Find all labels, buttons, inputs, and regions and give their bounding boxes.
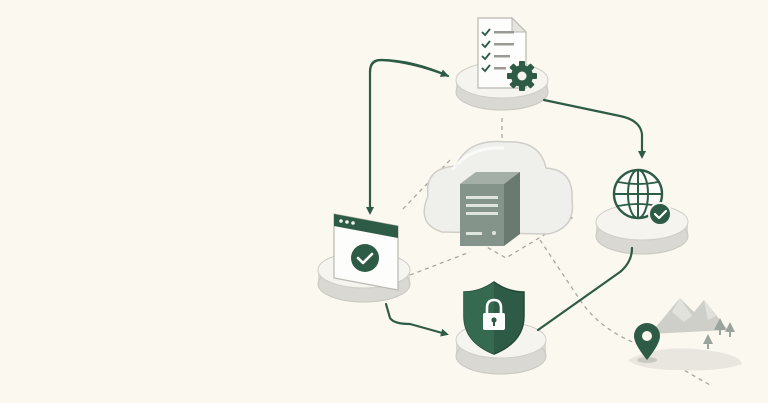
tree-icon (703, 318, 735, 349)
check-badge-icon (648, 202, 672, 226)
lock-icon (483, 298, 505, 330)
arrow-browser-to-shield (384, 302, 449, 337)
location-landscape-node (628, 298, 742, 371)
cloud-server-node (423, 140, 574, 246)
arrow-loop-start (368, 58, 449, 77)
globe-check-icon (612, 168, 672, 226)
map-pin-icon (634, 323, 660, 363)
server-icon (460, 172, 520, 246)
cloud-highlight (450, 146, 505, 171)
check-badge-icon (351, 244, 379, 272)
document-gear-icon (477, 16, 537, 91)
shield-lock-icon (463, 281, 525, 355)
arrow-doc-to-globe (542, 98, 646, 159)
browser-check-icon (333, 213, 399, 291)
arrow-shield-to-globe (536, 246, 634, 332)
flow-arrows (366, 58, 646, 337)
dash-browser-shield (409, 251, 471, 276)
gear-icon (507, 61, 537, 91)
